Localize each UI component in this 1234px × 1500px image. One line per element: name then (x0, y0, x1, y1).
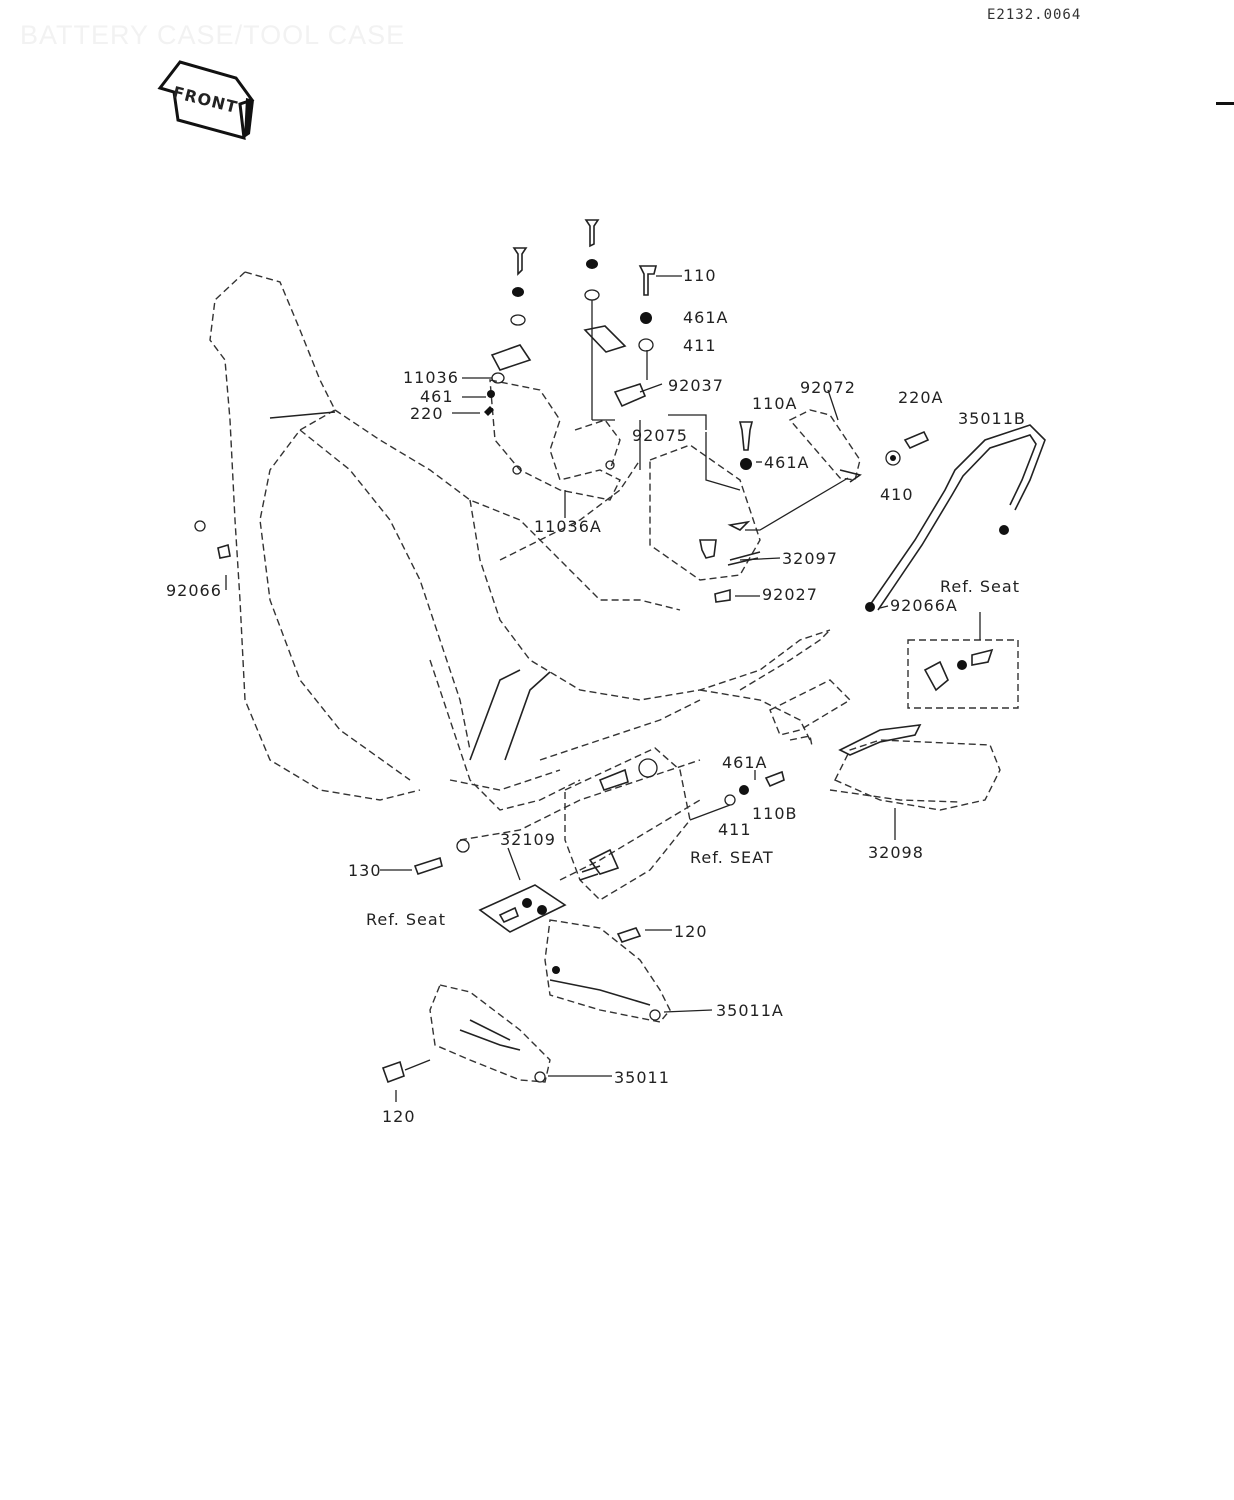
label-35011: 35011 (614, 1068, 670, 1087)
label-ref-seat-left: Ref. Seat (366, 910, 446, 929)
label-32098: 32098 (868, 843, 924, 862)
label-11036a: 11036A (534, 517, 602, 536)
frame-outline (209, 271, 831, 881)
bolt-stack-left (484, 247, 532, 416)
label-110: 110 (683, 266, 717, 285)
bracket-35011 (381, 984, 551, 1084)
label-92072: 92072 (800, 378, 856, 397)
ref-seat-box-left (478, 884, 567, 933)
label-411-top: 411 (683, 336, 717, 355)
side-cover-32109 (564, 747, 691, 901)
bolt-130 (413, 839, 470, 876)
front-arrow-icon: FRONT (157, 60, 255, 141)
tool-case-32098 (829, 724, 1001, 840)
rod-35011b (865, 424, 1046, 612)
label-411-low: 411 (718, 820, 752, 839)
edge-mark (1216, 102, 1234, 105)
grommet-92066 (194, 520, 206, 532)
label-92075: 92075 (632, 426, 688, 445)
clip-92027 (714, 588, 731, 603)
label-92066: 92066 (166, 581, 222, 600)
label-410: 410 (880, 485, 914, 504)
bracket-35011a (544, 919, 671, 1023)
bolt-stack-center (583, 219, 647, 421)
leader-lines (225, 275, 889, 1102)
bracket-11036a (489, 379, 621, 501)
label-110b: 110B (752, 804, 798, 823)
clip-92066 (217, 543, 231, 559)
label-461a-top: 461A (683, 308, 728, 327)
label-32109: 32109 (500, 830, 556, 849)
ref-seat-box-right (907, 612, 1019, 709)
label-92037: 92037 (668, 376, 724, 395)
bolt-110a (738, 421, 754, 470)
label-120-bottom: 120 (382, 1107, 416, 1126)
label-461a-mid: 461A (764, 453, 809, 472)
bolt-stack-right (638, 265, 658, 380)
label-ref-seat-caps: Ref. SEAT (690, 848, 774, 867)
bolt-group-lower (689, 770, 785, 821)
label-32097: 32097 (782, 549, 838, 568)
label-92066a: 92066A (890, 596, 958, 615)
label-120-top: 120 (674, 922, 708, 941)
label-461a-low: 461A (722, 753, 767, 772)
bolt-220a (885, 430, 930, 466)
label-92027: 92027 (762, 585, 818, 604)
label-11036: 11036 (403, 368, 459, 387)
label-ref-seat-right: Ref. Seat (940, 577, 1020, 596)
page-title: BATTERY CASE/TOOL CASE (20, 20, 406, 50)
label-110a: 110A (752, 394, 797, 413)
label-461: 461 (420, 387, 454, 406)
label-35011a: 35011A (716, 1001, 784, 1020)
label-220a: 220A (898, 388, 943, 407)
label-220: 220 (410, 404, 444, 423)
label-35011b: 35011B (958, 409, 1026, 428)
strap-92072 (745, 409, 862, 531)
label-130: 130 (348, 861, 382, 880)
diagram-code: E2132.0064 (987, 7, 1082, 23)
bracket-right (739, 629, 852, 747)
